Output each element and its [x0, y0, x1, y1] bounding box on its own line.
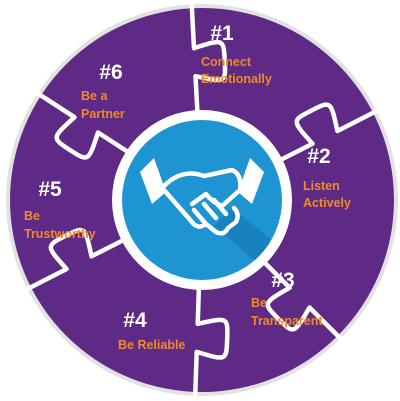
- lower-hand: [161, 187, 240, 236]
- piece-2-label-line-1: Listen: [303, 179, 340, 193]
- piece-seam: [25, 227, 129, 292]
- left-cuff: [140, 158, 166, 204]
- seam-layer: [25, 2, 379, 399]
- right-cuff: [238, 158, 264, 204]
- piece-3-label-line-2: Transparent: [251, 314, 323, 328]
- piece-5-number: #5: [38, 178, 62, 201]
- piece-seam: [275, 102, 379, 164]
- piece-4-label-line-1: Be Reliable: [118, 338, 185, 352]
- piece-5-label-line-1: Be: [24, 209, 40, 223]
- piece-1: #1 Connect Emotionally: [201, 22, 272, 86]
- piece-5: #5 Be Trustworthy: [24, 178, 96, 241]
- hub-layer: [112, 110, 292, 290]
- piece-3: #3 Be Transparent: [251, 269, 323, 328]
- piece-4: #4 Be Reliable: [118, 309, 185, 352]
- piece-3-number: #3: [271, 269, 294, 292]
- piece-6-number: #6: [99, 61, 122, 84]
- piece-1-number: #1: [210, 22, 234, 45]
- piece-2-number: #2: [307, 145, 330, 168]
- piece-seam: [35, 91, 133, 160]
- piece-4-number: #4: [123, 309, 147, 332]
- piece-seam: [189, 2, 228, 118]
- piece-6-label-line-1: Be a: [81, 89, 108, 103]
- piece-seam: [192, 282, 230, 399]
- finger-lines: [191, 197, 229, 227]
- piece-2-label-line-2: Actively: [303, 196, 351, 210]
- piece-6-label-line-2: Partner: [81, 107, 125, 121]
- piece-1-label-line-2: Emotionally: [201, 72, 272, 86]
- piece-3-label-line-1: Be: [251, 296, 267, 310]
- piece-1-label-line-1: Connect: [201, 55, 252, 69]
- hub-long-shadow: [214, 208, 282, 280]
- piece-5-label-line-2: Trustworthy: [24, 227, 96, 241]
- piece-seam: [259, 257, 343, 341]
- handshake-icon: [140, 158, 264, 236]
- piece-6: #6 Be a Partner: [81, 61, 125, 121]
- piece-2: #2 Listen Actively: [303, 145, 351, 210]
